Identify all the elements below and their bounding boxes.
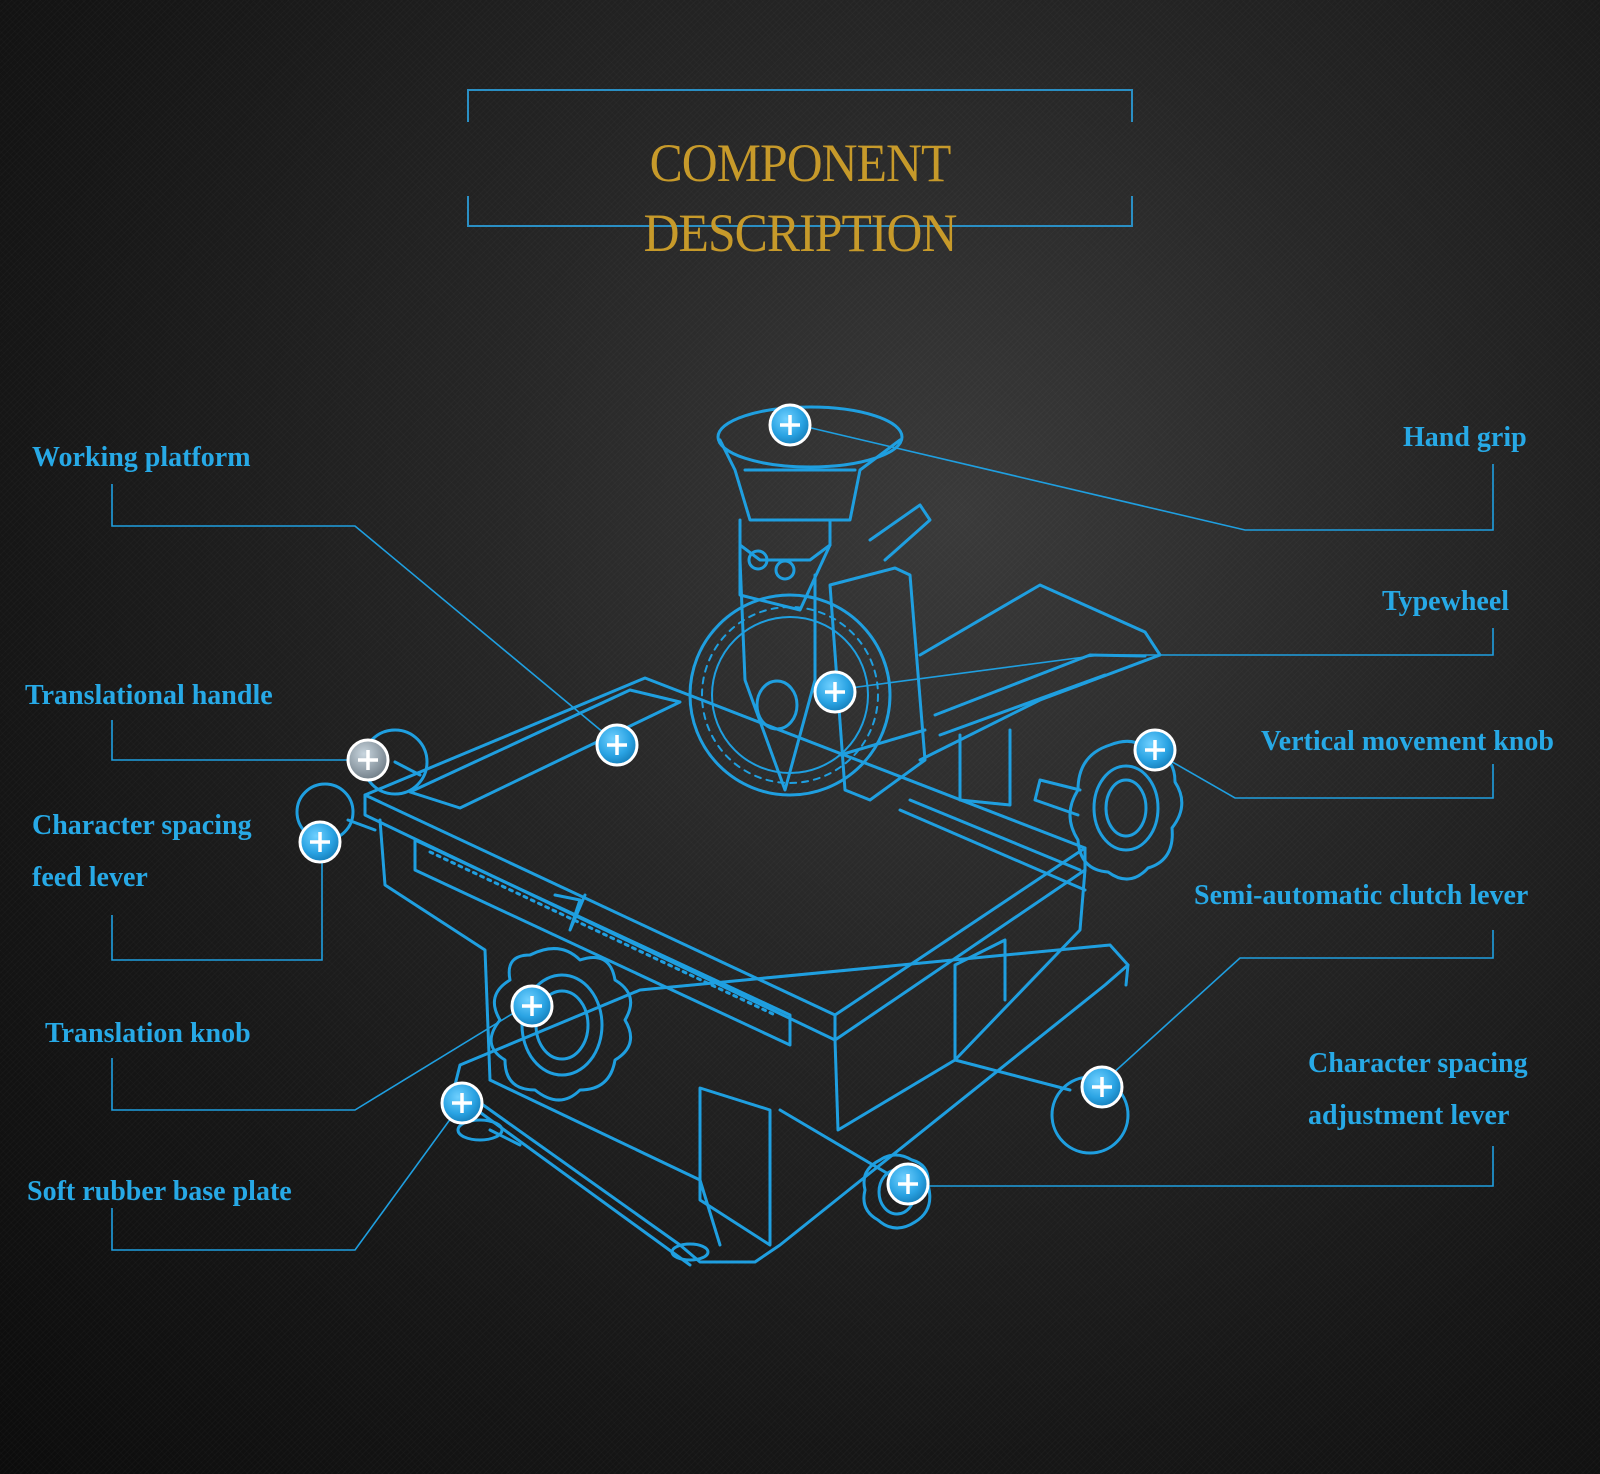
label-adjustment-lever-line2: adjustment lever (1308, 1100, 1510, 1131)
marker-translation-knob[interactable] (510, 984, 554, 1028)
label-typewheel: Typewheel (1382, 586, 1510, 617)
leader-lines (111, 422, 1494, 1251)
label-vertical-movement-knob: Vertical movement knob (1261, 726, 1554, 757)
label-translation-knob: Translation knob (45, 1018, 251, 1049)
label-translational-handle: Translational handle (25, 680, 273, 711)
marker-hand-grip[interactable] (768, 403, 812, 447)
label-feed-lever-line2: feed lever (32, 862, 148, 893)
marker-base-plate[interactable] (440, 1081, 484, 1125)
plus-circle-icon (1145, 740, 1165, 760)
marker-clutch-lever[interactable] (1080, 1065, 1124, 1109)
label-working-platform: Working platform (32, 442, 251, 473)
plus-circle-icon (452, 1093, 472, 1113)
label-semi-automatic-clutch-lever: Semi-automatic clutch lever (1194, 880, 1529, 911)
label-hand-grip: Hand grip (1403, 422, 1527, 453)
plus-circle-icon (522, 996, 542, 1016)
marker-adjustment-lever[interactable] (886, 1162, 930, 1206)
marker-translational-handle[interactable] (346, 738, 390, 782)
plus-circle-icon (825, 682, 845, 702)
plus-circle-icon (898, 1174, 918, 1194)
label-adjustment-lever-line1: Character spacing (1308, 1048, 1528, 1079)
plus-circle-icon (1092, 1077, 1112, 1097)
page-title: COMPONENT DESCRIPTION (643, 133, 958, 263)
marker-feed-lever[interactable] (298, 820, 342, 864)
marker-typewheel[interactable] (813, 670, 857, 714)
machine-outline (295, 405, 1184, 1267)
label-feed-lever-line1: Character spacing (32, 810, 252, 841)
plus-circle-icon (780, 415, 800, 435)
marker-working-platform[interactable] (595, 723, 639, 767)
label-soft-rubber-base-plate: Soft rubber base plate (27, 1176, 292, 1207)
plus-circle-icon (310, 832, 330, 852)
plus-circle-icon (358, 750, 378, 770)
title-frame (467, 89, 1133, 227)
plus-circle-icon (607, 735, 627, 755)
marker-vertical-movement-knob[interactable] (1133, 728, 1177, 772)
